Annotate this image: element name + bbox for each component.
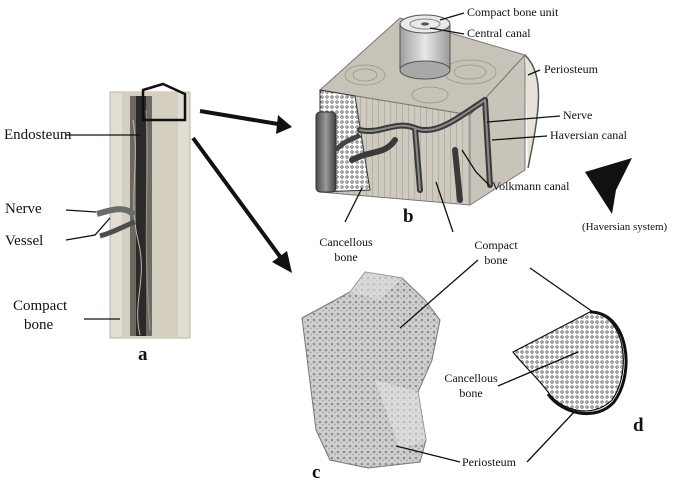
label-cancellous-d-line1: Cancellous [444,371,498,385]
panel-c-block [301,271,441,469]
label-compact-cd-line2: bone [484,253,508,267]
label-periosteum-c: Periosteum [462,455,516,469]
label-cancellous-c-line1: Cancellous [319,235,373,249]
label-cancellous-d-line2: bone [459,386,483,400]
label-haversian-system: (Haversian system) [582,221,668,233]
leader-lines [65,12,594,463]
label-periosteum-b: Periosteum [544,62,598,76]
panel-a-bone [96,82,191,339]
label-compact-a-line1: Compact [13,298,68,314]
panel-d-section [512,310,628,416]
panel-label-b: b [403,206,414,227]
label-nerve-b: Nerve [563,108,593,122]
label-volkmann-canal: Volkmann canal [492,179,570,193]
label-nerve-a: Nerve [5,201,42,217]
label-compact-a-line2: bone [24,317,54,333]
label-haversian-canal: Haversian canal [550,128,627,142]
panel-label-d: d [633,415,644,436]
label-central-canal: Central canal [467,26,531,40]
label-endosteum: Endosteum [4,127,72,143]
label-vessel: Vessel [5,233,44,249]
label-compact-cd-line1: Compact [474,238,518,252]
label-cancellous-c-line2: bone [334,250,358,264]
panel-label-a: a [138,344,148,365]
panel-label-c: c [312,462,321,483]
arrows [191,109,292,273]
panel-b-block [315,14,540,206]
label-compact-bone-unit: Compact bone unit [467,5,559,19]
haversian-system-arrowhead [585,158,632,214]
